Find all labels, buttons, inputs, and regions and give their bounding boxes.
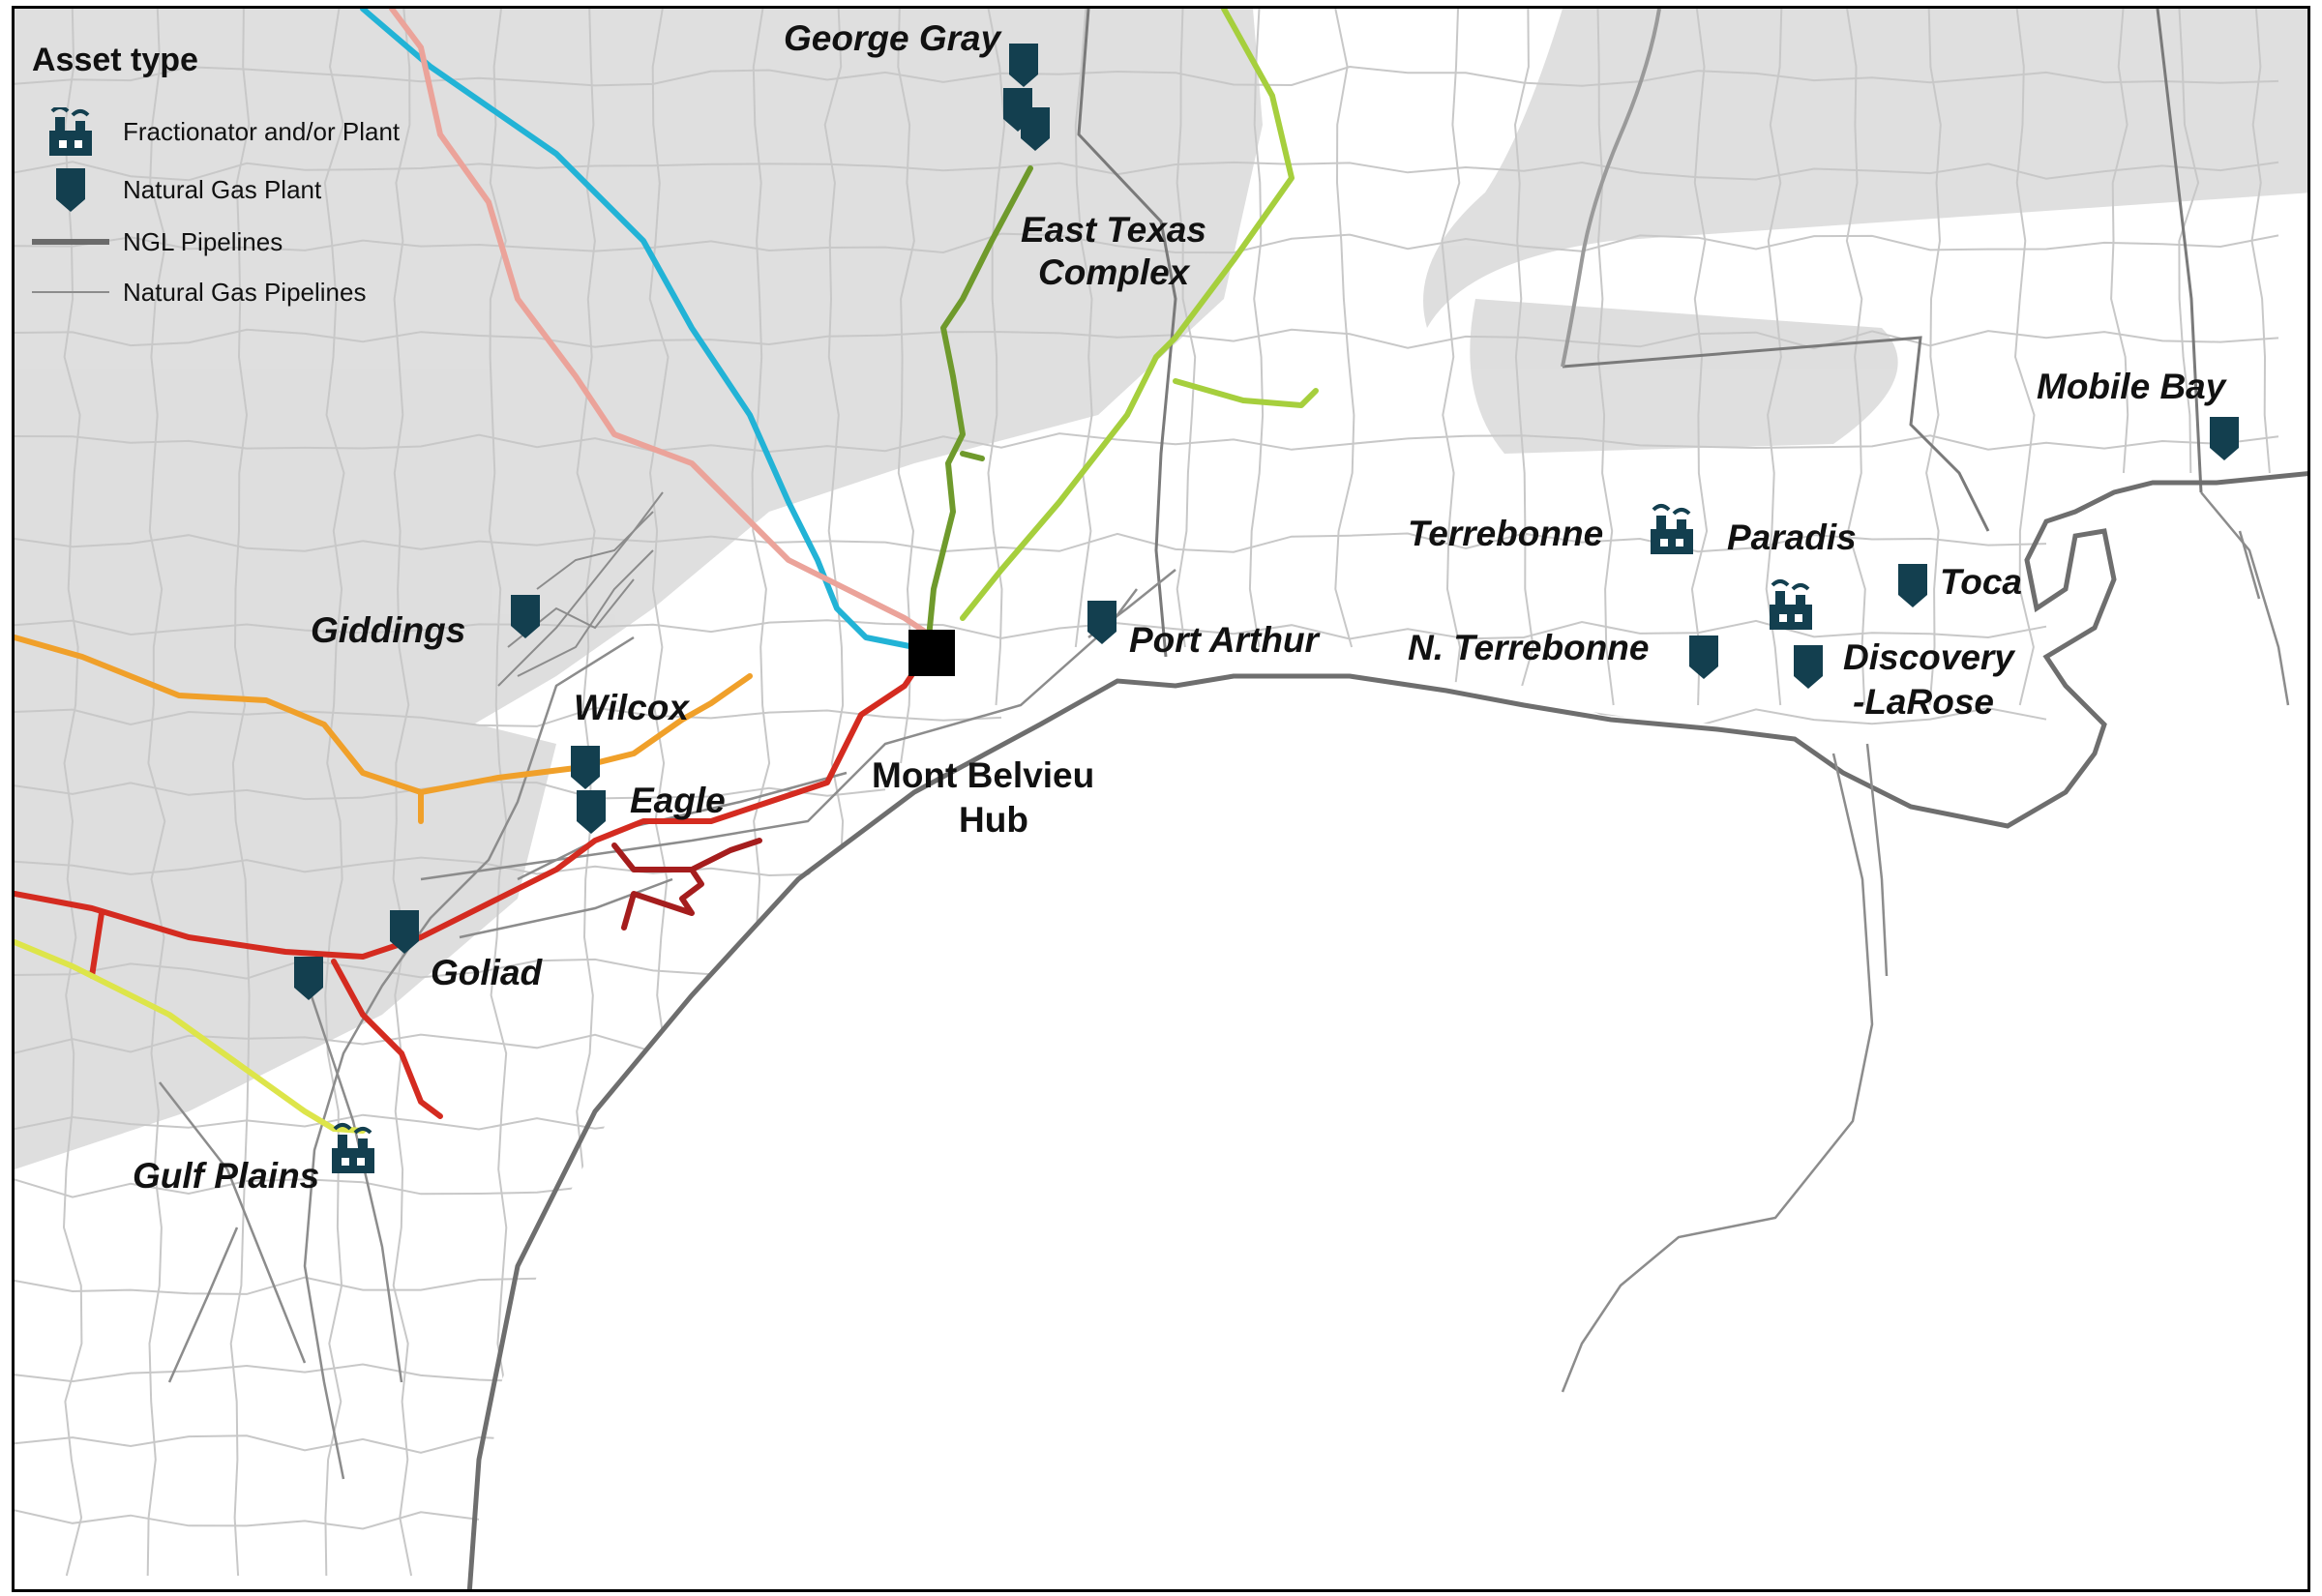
shaded-region-la-band xyxy=(1470,299,1898,454)
pipeline-red xyxy=(15,668,917,960)
legend-item-ngl-pipelines: NGL Pipelines xyxy=(32,218,458,266)
label-giddings: Giddings xyxy=(311,610,466,650)
legend-item-gas-pipelines: Natural Gas Pipelines xyxy=(32,268,458,316)
pipeline-yellow xyxy=(15,939,366,1134)
label-port-arthur: Port Arthur xyxy=(1129,620,1319,660)
legend-label-gas-pipelines: Natural Gas Pipelines xyxy=(123,278,367,307)
label-east-texas-line1: East Texas xyxy=(1021,210,1206,250)
n-terrebonne-plant-icon xyxy=(1689,635,1718,679)
legend-label-fractionator: Fractionator and/or Plant xyxy=(123,117,401,146)
pipeline-cyan xyxy=(360,9,917,650)
label-paradis: Paradis xyxy=(1727,517,1857,557)
paradis-fractionator-icon xyxy=(1768,579,1814,632)
state-lines xyxy=(1077,9,2203,658)
mont-belvieu-hub-marker xyxy=(908,630,955,676)
pipeline-light-green-spur xyxy=(1173,378,1319,408)
state-line-river xyxy=(1561,9,1661,368)
label-n-terrebonne: N. Terrebonne xyxy=(1408,628,1650,667)
map-frame: Asset type Fractionator and/or Plant Nat… xyxy=(12,6,2310,1592)
port-arthur-plant-icon xyxy=(1087,601,1116,644)
legend-title: Asset type xyxy=(32,42,198,78)
mobile-bay-plant-icon xyxy=(2210,417,2239,460)
label-terrebonne: Terrebonne xyxy=(1408,514,1604,553)
state-line-la-ms xyxy=(1562,336,1990,532)
coastline xyxy=(466,471,2307,1589)
label-mobile-bay: Mobile Bay xyxy=(2037,367,2226,406)
label-goliad: Goliad xyxy=(431,953,543,992)
shaded-region-west-texas xyxy=(15,425,382,763)
label-discovery-line2: -LaRose xyxy=(1853,682,1994,722)
legend-label-gas-plant: Natural Gas Plant xyxy=(123,175,322,204)
label-mont-belvieu-line2: Hub xyxy=(959,800,1028,840)
shaded-region-ne-louisiana xyxy=(1423,9,2307,328)
pipeline-dark-red xyxy=(611,842,704,931)
shield-marker-icon xyxy=(56,168,85,212)
eagle-plant-icon xyxy=(577,790,606,834)
ngl-pipelines xyxy=(15,9,1319,1134)
label-discovery-line1: Discovery xyxy=(1843,637,2014,677)
pipeline-pink xyxy=(389,9,937,640)
label-mont-belvieu-line1: Mont Belvieu xyxy=(872,755,1095,795)
legend-item-gas-plant: Natural Gas Plant xyxy=(32,165,458,214)
toca-plant-icon xyxy=(1898,564,1927,607)
thin-line-icon xyxy=(32,291,109,293)
pipeline-dark-green-spur xyxy=(960,451,985,461)
wilcox-plant-icon xyxy=(571,746,600,789)
terrebonne-fractionator-icon xyxy=(1649,504,1695,556)
label-george-gray: George Gray xyxy=(784,18,1001,58)
gulf-of-mexico xyxy=(479,676,2307,1589)
legend-item-fractionator: Fractionator and/or Plant xyxy=(32,107,458,156)
shaded-regions xyxy=(15,9,2307,1169)
state-line-tx-la xyxy=(1077,9,1177,658)
natural-gas-pipelines xyxy=(159,491,2290,1480)
state-line-ms-al xyxy=(2156,9,2203,493)
label-wilcox: Wilcox xyxy=(574,688,689,727)
label-east-texas-line2: Complex xyxy=(1038,252,1190,292)
map-canvas xyxy=(15,9,2307,1589)
pipeline-light-green xyxy=(960,9,1295,621)
label-gulf-plains: Gulf Plains xyxy=(133,1156,320,1196)
thick-line-icon xyxy=(32,239,109,245)
pipeline-red-south xyxy=(331,959,443,1119)
label-toca: Toca xyxy=(1940,562,2022,602)
factory-icon xyxy=(47,107,94,156)
discovery-larose-plant-icon xyxy=(1794,645,1823,689)
label-eagle: Eagle xyxy=(630,781,726,820)
pipeline-red-west xyxy=(89,910,104,979)
pipeline-dark-green xyxy=(926,165,1033,640)
legend-label-ngl-pipelines: NGL Pipelines xyxy=(123,227,283,256)
pipeline-dark-red-spur xyxy=(689,838,762,872)
